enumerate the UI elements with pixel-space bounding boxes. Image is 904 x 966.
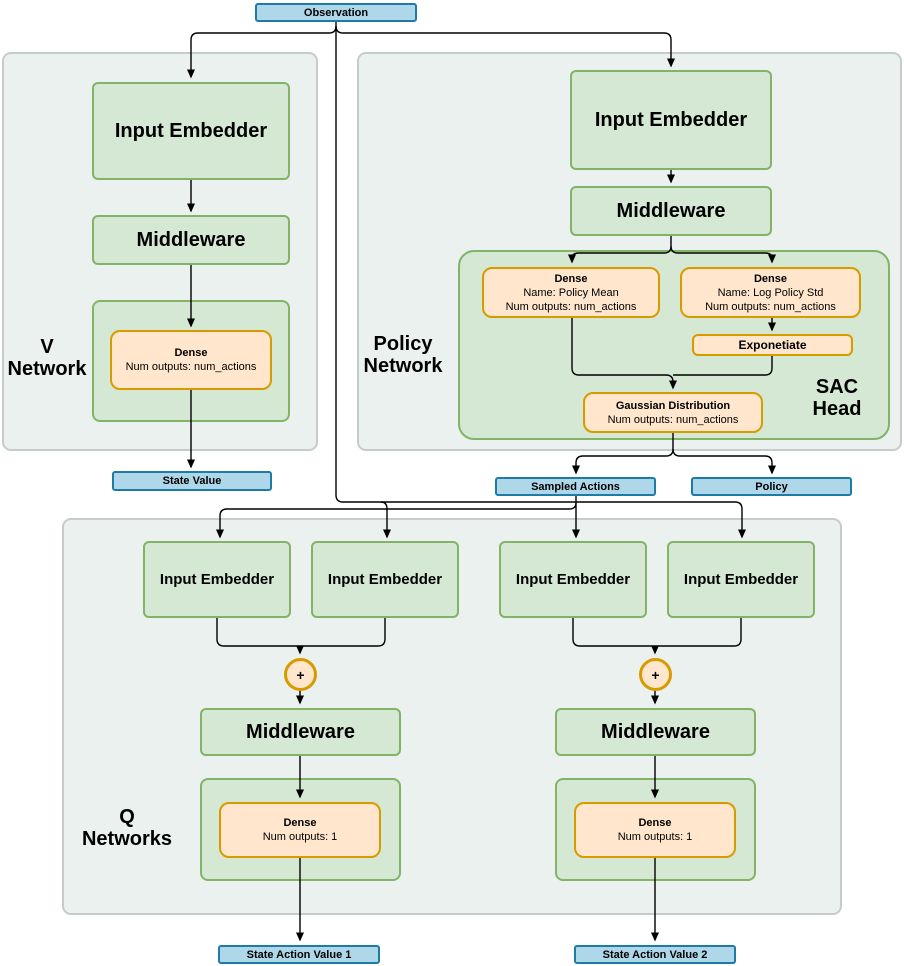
exponetiate-label: Exponetiate (738, 338, 807, 352)
connector-q2-embedder2-to-plus (655, 618, 742, 647)
plus-icon: + (651, 666, 660, 683)
v-input-embedder-node: Input Embedder (92, 82, 290, 180)
sac-head-title: SAC Head (812, 376, 862, 420)
q1-input-embedder-1-node: Input Embedder (143, 541, 291, 618)
gaussian-outputs: Num outputs: num_actions (607, 413, 739, 426)
v-dense-node: Dense Num outputs: num_actions (110, 330, 272, 390)
dense-std-outputs: Num outputs: num_actions (705, 300, 836, 313)
v-dense-subtitle: Num outputs: num_actions (125, 361, 257, 373)
observation-label: Observation (303, 6, 369, 19)
policy-middleware-node: Middleware (570, 186, 772, 236)
dense-std-title: Dense (753, 272, 788, 285)
policy-output-node: Policy (691, 477, 852, 496)
dense-policy-mean-node: Dense Name: Policy Mean Num outputs: num… (482, 267, 660, 318)
state-action-value-2-label: State Action Value 2 (602, 948, 708, 961)
dense-std-name: Name: Log Policy Std (717, 286, 824, 299)
v-network-title: V Network (7, 336, 87, 380)
connector-sampled-actions-to-q1-input-embedder (216, 502, 577, 539)
policy-network-title: Policy Network (363, 333, 443, 377)
q1-sum-node: + (284, 658, 317, 691)
sampled-actions-label: Sampled Actions (531, 480, 620, 493)
connector-gaussian-to-policy (672, 448, 776, 475)
state-value-node: State Value (112, 471, 272, 491)
policy-output-label: Policy (755, 480, 788, 493)
connector-gaussian-to-sampled-actions (572, 433, 674, 475)
q2-middleware-node: Middleware (555, 708, 756, 756)
connector-q1-embedder1-to-plus (216, 618, 300, 647)
connector-policy-middleware-to-dense-std (670, 245, 776, 264)
v-dense-title: Dense (174, 347, 208, 359)
state-value-label: State Value (162, 475, 222, 487)
v-input-embedder-label: Input Embedder (114, 119, 268, 142)
q1-dense-node: Dense Num outputs: 1 (219, 802, 381, 858)
q-networks-title: Q Networks (81, 806, 173, 850)
connector-observation-to-policy-input-embedder (335, 25, 675, 68)
dense-mean-title: Dense (554, 272, 588, 285)
q2-dense-node: Dense Num outputs: 1 (574, 802, 736, 858)
q2-sum-node: + (639, 658, 672, 691)
exponetiate-node: Exponetiate (692, 334, 853, 356)
q2-input-embedder-1-node: Input Embedder (499, 541, 647, 618)
state-action-value-1-node: State Action Value 1 (218, 945, 380, 964)
q2-input-embedder-2-node: Input Embedder (667, 541, 815, 618)
dense-mean-name: Name: Policy Mean (523, 286, 619, 299)
policy-middleware-label: Middleware (616, 199, 726, 222)
sampled-actions-node: Sampled Actions (495, 477, 656, 496)
v-middleware-node: Middleware (92, 215, 290, 265)
connector-q2-embedder1-to-plus (572, 618, 655, 647)
policy-input-embedder-label: Input Embedder (594, 108, 748, 131)
connector-observation-to-q1-input-embedder (380, 501, 391, 539)
dense-log-policy-std-node: Dense Name: Log Policy Std Num outputs: … (680, 267, 861, 318)
gaussian-title: Gaussian Distribution (615, 399, 731, 412)
q1-middleware-node: Middleware (200, 708, 401, 756)
state-action-value-1-label: State Action Value 1 (246, 948, 352, 961)
connector-q1-embedder2-to-plus (300, 618, 386, 647)
plus-icon: + (296, 666, 305, 683)
gaussian-distribution-node: Gaussian Distribution Num outputs: num_a… (583, 392, 763, 433)
connector-observation-to-v-input-embedder (187, 22, 337, 79)
connector-policy-middleware-to-dense-mean (568, 236, 672, 264)
observation-node: Observation (255, 3, 417, 22)
policy-input-embedder-node: Input Embedder (570, 70, 772, 170)
connector-dense-mean-to-gaussian (571, 318, 677, 390)
q1-input-embedder-2-node: Input Embedder (311, 541, 459, 618)
connector-exponetiate-to-gaussian (673, 356, 773, 376)
connector-observation-to-q2-input-embedder (335, 26, 746, 539)
v-middleware-label: Middleware (136, 228, 246, 251)
state-action-value-2-node: State Action Value 2 (574, 945, 736, 964)
dense-mean-outputs: Num outputs: num_actions (505, 300, 637, 313)
